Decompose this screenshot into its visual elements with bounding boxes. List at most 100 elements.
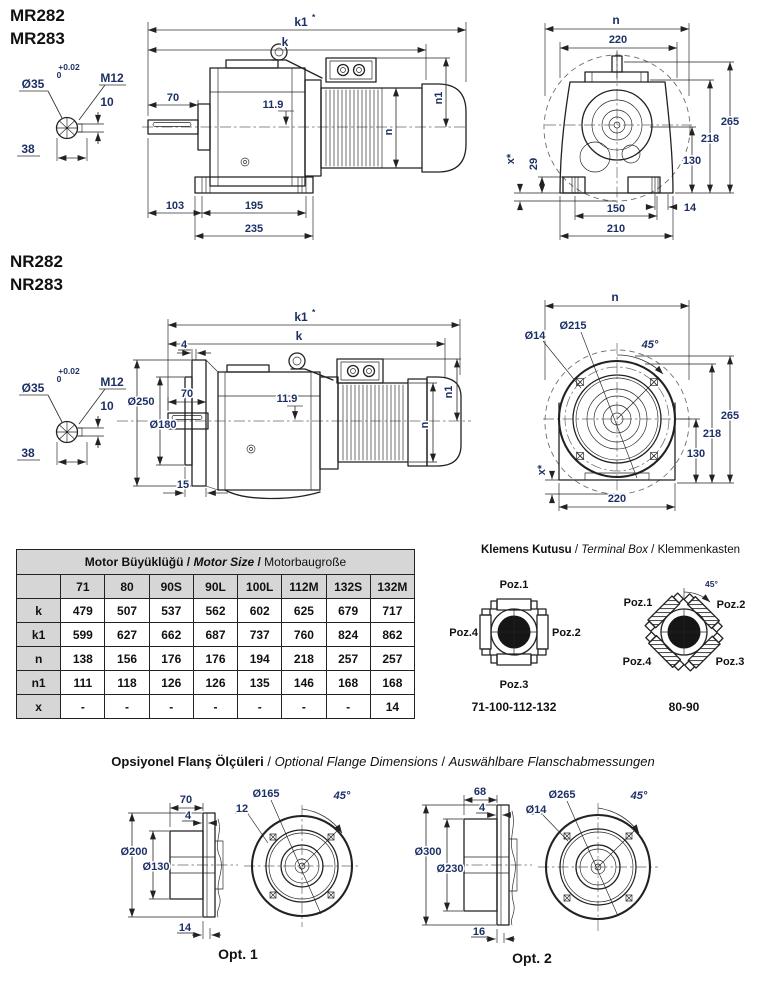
- flange-opt1-drawing: 70 4 Ø200 Ø130 14 Ø165 12 45° Opt. 1: [119, 787, 360, 962]
- dim-label-n: n: [611, 290, 618, 304]
- dim-label-d14: Ø14: [525, 330, 547, 342]
- row-label-x: x: [15, 694, 62, 719]
- col-header-132M: 132M: [369, 574, 416, 599]
- cell-n1-90S: 126: [148, 670, 194, 695]
- motor-body: [320, 83, 467, 173]
- dim-label-103: 103: [166, 200, 184, 212]
- dim-label-150: 150: [607, 203, 625, 215]
- table-header-row: 71 80 90S 90L 100L 112M 132S 132M: [15, 574, 416, 599]
- dim-label-d130: Ø130: [143, 861, 170, 873]
- mr-side-view-drawing: k1 * k 70 11.9 n n1 103 195 235: [142, 11, 468, 240]
- cell-n1-90L: 126: [192, 670, 239, 695]
- cell-n-132S: 257: [325, 646, 371, 671]
- cell-k1-132S: 824: [325, 622, 371, 647]
- table-corner-cell: [15, 574, 62, 599]
- col-header-100L: 100L: [237, 574, 283, 599]
- lifting-eye-bolt: [288, 352, 334, 381]
- dim-label-29: 29: [528, 158, 540, 170]
- dim-label-14: 14: [179, 922, 192, 934]
- bolt-circle: [564, 366, 670, 472]
- dim-label-130: 130: [683, 155, 701, 167]
- table-title-tr: Motor Büyüklüğü: [84, 555, 184, 569]
- table-title-sep1: /: [183, 555, 194, 569]
- mr-model-line1: MR282: [10, 6, 65, 25]
- opt1-caption: Opt. 1: [218, 946, 258, 962]
- flange-title-sep2: /: [437, 754, 449, 769]
- cell-n1-132S: 168: [325, 670, 371, 695]
- dim-label-k1: k1: [294, 15, 308, 29]
- terminal-box-side: [336, 358, 384, 384]
- dim-label-265: 265: [721, 410, 739, 422]
- dim-label-d300: Ø300: [415, 846, 442, 858]
- cell-n1-80: 118: [104, 670, 150, 695]
- table-title-de: Motorbaugroße: [264, 555, 347, 569]
- cell-n-132M: 257: [369, 646, 416, 671]
- dim-label-k1: k1: [294, 310, 308, 324]
- col-header-80: 80: [104, 574, 150, 599]
- mr-shaft-end-detail-drawing: +0.02 0 Ø35 M12 10 38: [17, 61, 126, 161]
- tbox1-caption: 71-100-112-132: [472, 700, 557, 714]
- dim-label-d215: Ø215: [560, 320, 587, 332]
- dim-label-tolerance-plus: +0.02: [58, 366, 80, 376]
- dim-label-16: 16: [473, 926, 485, 938]
- terminal-box-positions-45deg-diagram: 45° Poz.1 Poz.2 Poz.3 Poz.4 80-90: [623, 578, 746, 715]
- dim-label-d265: Ø265: [549, 789, 576, 801]
- nr-shaft-end-detail-drawing: +0.02 0 Ø35 M12 10 38: [17, 365, 126, 465]
- dim-label-45deg: 45°: [630, 790, 648, 802]
- nr-side-view-drawing: k1 * k 4 Ø250 Ø180 70 11.9 n n1 15: [117, 306, 471, 500]
- mounting-flange: [191, 359, 207, 487]
- dimensions: n Ø215 Ø14 45° 265 218 130 x* 220: [523, 289, 741, 511]
- dim-label-d165: Ø165: [253, 788, 280, 800]
- terminal-box-diagram: [479, 598, 549, 666]
- row-label-n1: n1: [15, 670, 62, 695]
- terminal-box-section-title: Klemens Kutusu / Terminal Box / Klemmenk…: [455, 544, 766, 556]
- col-header-132S: 132S: [325, 574, 371, 599]
- poz1-label: Poz.1: [500, 579, 529, 591]
- terminal-box-diagram-rotated: [644, 588, 724, 672]
- dim-label-d250: Ø250: [128, 396, 155, 408]
- tbox2-caption: 80-90: [669, 700, 700, 714]
- flange-title-en: Optional Flange Dimensions: [274, 754, 438, 769]
- dim-label-d180: Ø180: [150, 419, 177, 431]
- flange-face-view: [544, 813, 652, 921]
- shaft-section-outline: [55, 116, 83, 140]
- cell-k-132M: 717: [369, 598, 416, 623]
- dim-label-11-9: 11.9: [263, 99, 284, 111]
- motor-body: [337, 376, 462, 467]
- dim-label-shaft-dia: Ø35: [22, 381, 45, 395]
- table-row-x: x - - - - - - - 14: [15, 694, 416, 719]
- motor-size-table: Motor Büyüklüğü / Motor Size / Motorbaug…: [15, 549, 416, 719]
- cell-n-71: 138: [60, 646, 106, 671]
- dim-label-210: 210: [607, 223, 625, 235]
- tbox-title-de: Klemmenkasten: [657, 544, 741, 556]
- dim-label-70: 70: [180, 794, 192, 806]
- tbox-title-tr: Klemens Kutusu: [480, 544, 572, 556]
- cell-k-71: 479: [60, 598, 106, 623]
- table-title-row: Motor Büyüklüğü / Motor Size / Motorbaug…: [16, 549, 415, 575]
- flange-bolt-holes: [269, 833, 335, 899]
- dimensions: k1 * k 4 Ø250 Ø180 70 11.9 n n1 15: [126, 306, 461, 497]
- dim-label-n1: n1: [443, 386, 455, 399]
- dim-label-k1-star: *: [312, 12, 316, 22]
- flange-title-de: Auswählbare Flanschabmessungen: [448, 754, 655, 769]
- poz4-label: Poz.4: [449, 627, 479, 639]
- cell-k1-132M: 862: [369, 622, 416, 647]
- mr-front-view-drawing: n 220 265 218 130 29 x* 150 14 210: [504, 12, 741, 240]
- dim-label-70: 70: [167, 92, 179, 104]
- dim-label-thread: M12: [100, 71, 124, 85]
- dim-label-220: 220: [608, 493, 626, 505]
- cell-k1-100L: 737: [237, 622, 283, 647]
- flange-face-view: [250, 814, 354, 918]
- dim-label-k: k: [296, 329, 303, 343]
- dim-label-n1: n1: [433, 92, 445, 105]
- cell-x-90S: -: [148, 694, 194, 719]
- cell-x-132M: 14: [369, 694, 416, 719]
- dim-label-4: 4: [479, 802, 486, 814]
- row-label-n: n: [15, 646, 62, 671]
- col-header-71: 71: [60, 574, 106, 599]
- flange-title-sep1: /: [263, 754, 275, 769]
- dim-label-235: 235: [245, 223, 263, 235]
- dim-label-218: 218: [701, 133, 719, 145]
- col-header-90L: 90L: [192, 574, 239, 599]
